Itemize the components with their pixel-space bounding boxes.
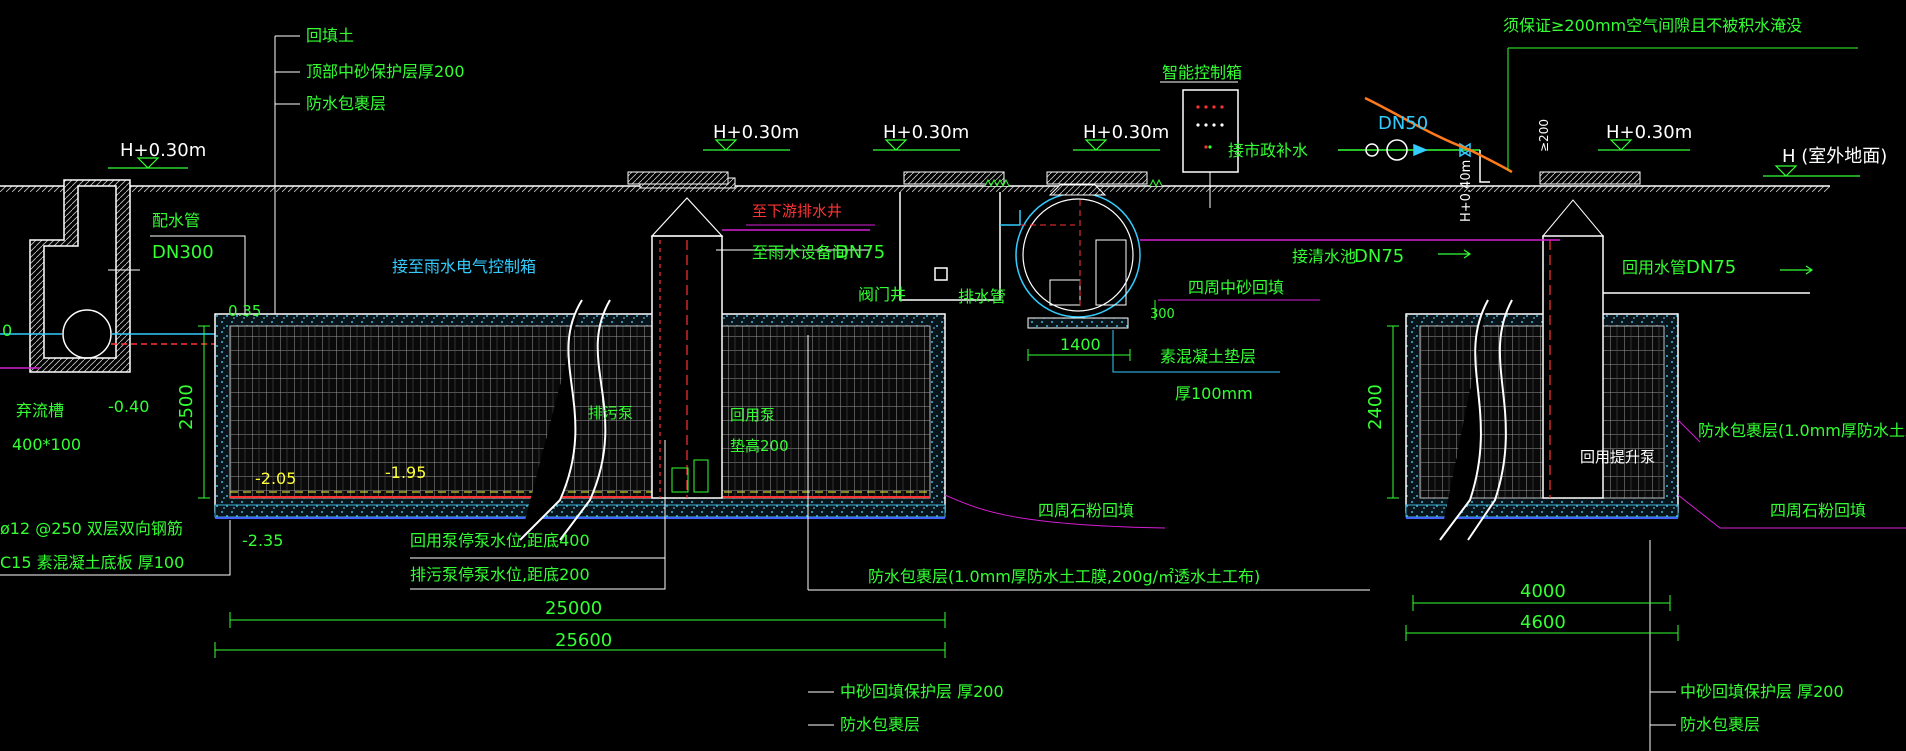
label-dn75-c: DN75 bbox=[1686, 257, 1736, 278]
label-rain-control: 接至雨水电气控制箱 bbox=[392, 257, 536, 276]
label-reuse-stop: 回用泵停泵水位,距底400 bbox=[410, 531, 590, 550]
label-concrete-base: 素混凝土垫层 bbox=[1160, 347, 1256, 366]
label-elev-3: H+0.30m bbox=[883, 122, 969, 143]
label-distribution-pipe: 配水管 bbox=[152, 211, 200, 230]
label-air-gap: 须保证≥200mm空气间隙且不被积水淹没 bbox=[1503, 16, 1802, 35]
ground-line bbox=[0, 185, 1830, 192]
label-size-400x100: 400*100 bbox=[12, 435, 81, 454]
label-reuse-pump: 回用泵 bbox=[730, 406, 775, 424]
municipal-supply-pipe bbox=[1338, 96, 1513, 183]
label-dim-25600: 25600 bbox=[555, 630, 612, 651]
label-dim-2400: 2400 bbox=[1365, 384, 1386, 430]
label-reuse-pipe: 回用水管 bbox=[1622, 258, 1686, 277]
label-gravel-fill-1: 四周石粉回填 bbox=[1038, 501, 1134, 520]
label-outdoor-ground: H (室外地面) bbox=[1782, 146, 1887, 167]
connecting-pipes bbox=[722, 210, 1810, 294]
label-dn50: DN50 bbox=[1378, 113, 1428, 134]
label-top-sand: 顶部中砂保护层厚200 bbox=[306, 62, 465, 81]
label-elev-1: H+0.30m bbox=[120, 140, 206, 161]
label-dn300: DN300 bbox=[152, 242, 214, 263]
label-to-equipment: 至雨水设备间 bbox=[752, 243, 848, 262]
label-elev-2: H+0.30m bbox=[713, 122, 799, 143]
label-waterproof-2: 防水包裹层 bbox=[1680, 715, 1760, 734]
label-dim-400: H+0.40m bbox=[1459, 160, 1474, 222]
leader-lines bbox=[0, 35, 1906, 751]
label-clear-pool: 接清水池 bbox=[1292, 247, 1356, 266]
label-ge200: ≥200 bbox=[1537, 119, 1551, 152]
label-municipal: 接市政补水 bbox=[1228, 141, 1308, 160]
label-rebar: ø12 @250 双层双向钢筋 bbox=[0, 519, 183, 538]
label-elev-5: H+0.30m bbox=[1606, 122, 1692, 143]
label-level-205: -2.05 bbox=[255, 469, 296, 488]
label-elev-4: H+0.30m bbox=[1083, 122, 1169, 143]
label-overflow: 弃流槽 bbox=[16, 401, 64, 420]
label-sewage-stop: 排污泵停泵水位,距底200 bbox=[410, 565, 590, 584]
label-dim-4000: 4000 bbox=[1520, 581, 1566, 602]
label-membrane-right: 防水包裹层(1.0mm厚防水土工膜,200 bbox=[1698, 421, 1906, 440]
dimension-lines bbox=[198, 300, 1679, 658]
label-sand-protect-2: 中砂回填保护层 厚200 bbox=[1680, 682, 1844, 701]
label-dim-2500: 2500 bbox=[176, 384, 197, 430]
label-waterproof-1: 防水包裹层 bbox=[840, 715, 920, 734]
grass bbox=[984, 178, 1163, 188]
pump-tank bbox=[1015, 184, 1141, 329]
main-tank bbox=[214, 177, 946, 541]
smart-control-box bbox=[1182, 89, 1239, 208]
label-dim-25000: 25000 bbox=[545, 598, 602, 619]
label-pad-200: 垫高200 bbox=[730, 437, 789, 455]
label-sewage-pump: 排污泵 bbox=[588, 404, 633, 422]
label-to-basement: 至下游排水井 bbox=[752, 202, 842, 220]
label-dim-300: 300 bbox=[1150, 307, 1175, 322]
label-dn75-a: DN75 bbox=[835, 242, 885, 263]
label-waterproof-top: 防水包裹层 bbox=[306, 94, 386, 113]
label-c15: C15 素混凝土底板 厚100 bbox=[0, 553, 184, 572]
label-dim-1400: 1400 bbox=[1060, 335, 1101, 354]
label-reuse-lift: 回用提升泵 bbox=[1580, 448, 1655, 466]
label-level-040: -0.40 bbox=[108, 397, 149, 416]
label-level-0: 0 bbox=[2, 321, 12, 340]
right-tank bbox=[1405, 199, 1679, 541]
valve-well bbox=[899, 192, 1001, 301]
label-membrane-long: 防水包裹层(1.0mm厚防水土工膜,200g/㎡透水土工布) bbox=[868, 567, 1260, 586]
label-dim-4600: 4600 bbox=[1520, 612, 1566, 633]
label-level-195: -1.95 bbox=[385, 463, 426, 482]
label-level-035: 0.35 bbox=[228, 302, 261, 320]
flow-arrows bbox=[1438, 249, 1814, 275]
label-dn75-b: DN75 bbox=[1354, 246, 1404, 267]
overflow-manhole bbox=[0, 179, 218, 373]
label-smart-box: 智能控制箱 bbox=[1162, 63, 1242, 82]
label-backfill: 回填土 bbox=[306, 26, 354, 45]
label-valve-well: 阀门井 bbox=[858, 285, 906, 304]
label-thickness-100: 厚100mm bbox=[1175, 384, 1253, 403]
label-drain-pipe: 排水管 bbox=[958, 287, 1006, 306]
label-sand-backfill: 四周中砂回填 bbox=[1188, 278, 1284, 297]
elevation-markers bbox=[108, 139, 1860, 177]
label-gravel-fill-2: 四周石粉回填 bbox=[1770, 501, 1866, 520]
manhole-covers bbox=[627, 171, 1641, 185]
label-sand-protect-1: 中砂回填保护层 厚200 bbox=[840, 682, 1004, 701]
label-level-235: -2.35 bbox=[242, 531, 283, 550]
